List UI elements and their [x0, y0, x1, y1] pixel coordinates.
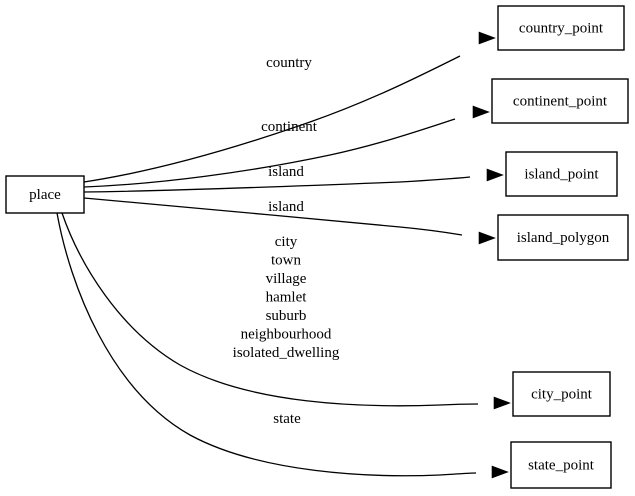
edge-line: [83, 118, 456, 188]
node-label: city_point: [531, 386, 593, 402]
edge-line: [83, 55, 461, 183]
node-label: place: [29, 187, 61, 203]
edge-place-to-island_point: [83, 168, 504, 193]
edge-place-to-continent_point: [83, 105, 490, 188]
node-box[interactable]: [497, 5, 625, 51]
node-label: continent_point: [513, 93, 608, 109]
arrow-head-icon: [478, 31, 496, 45]
node-box[interactable]: [491, 78, 629, 124]
edge-place-to-country_point: [83, 31, 496, 183]
edges-layer: [56, 31, 511, 479]
arrow-head-icon: [472, 105, 490, 119]
edge-label-edge-continent: continent: [261, 119, 318, 135]
edge-line: [56, 212, 477, 477]
edge-place-to-state_point: [56, 212, 509, 479]
node-island_polygon[interactable]: island_polygon: [497, 214, 629, 261]
edge-place-to-city_point: [61, 212, 511, 410]
node-label: island_polygon: [517, 230, 610, 246]
edge-label-edge-island-point: island: [268, 164, 304, 180]
node-box[interactable]: [497, 214, 629, 261]
node-box[interactable]: [5, 175, 85, 214]
node-continent_point[interactable]: continent_point: [491, 78, 629, 124]
node-island_point[interactable]: island_point: [505, 151, 618, 197]
node-place[interactable]: place: [5, 175, 85, 214]
node-country_point[interactable]: country_point: [497, 5, 625, 51]
node-city_point[interactable]: city_point: [512, 371, 611, 417]
node-label: island_point: [524, 166, 599, 182]
node-state_point[interactable]: state_point: [510, 441, 612, 489]
nodes-layer: place country_point continent_point island_…: [5, 5, 629, 489]
arrow-head-icon: [491, 465, 509, 479]
edge-line: [83, 197, 463, 236]
node-box[interactable]: [505, 151, 618, 197]
arrow-head-icon: [486, 168, 504, 182]
edge-label-edge-state: state: [273, 411, 301, 427]
edge-line: [61, 212, 479, 407]
edge-label-edge-country: country: [266, 55, 312, 71]
node-label: country_point: [519, 20, 604, 36]
edge-place-to-island_polygon: [83, 197, 496, 245]
node-label: state_point: [528, 457, 595, 473]
node-box[interactable]: [510, 441, 612, 489]
node-box[interactable]: [512, 371, 611, 417]
edge-label-edge-island-polygon: island: [268, 199, 304, 215]
arrow-head-icon: [478, 231, 496, 245]
edge-line: [83, 176, 471, 193]
arrow-head-icon: [493, 396, 511, 410]
